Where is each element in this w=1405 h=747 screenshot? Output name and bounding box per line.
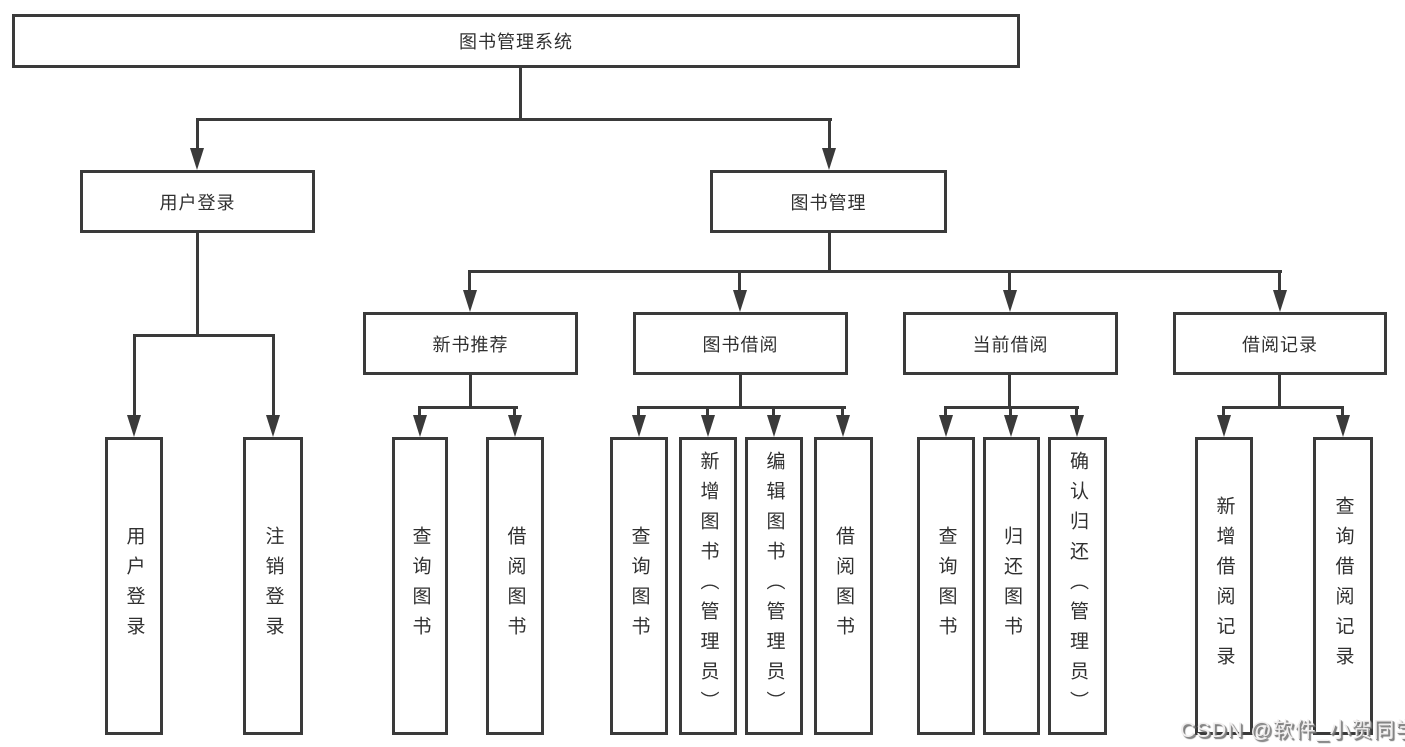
connector-vline <box>519 68 522 118</box>
leaf-edit-books-admin: 编辑图书（管理员） <box>745 437 803 735</box>
connector-vline <box>772 406 775 418</box>
connector-vline <box>828 118 831 150</box>
leaf-confirm-return-admin: 确认归还（管理员） <box>1048 437 1107 735</box>
connector-hline <box>133 334 275 337</box>
leaf-query-books-recommend: 查询图书 <box>392 437 448 735</box>
connector-vline <box>196 118 199 150</box>
connector-arrow <box>1070 415 1084 437</box>
connector-vline <box>637 406 640 418</box>
connector-hline <box>637 406 846 409</box>
connector-arrow <box>767 415 781 437</box>
connector-vline <box>739 375 742 409</box>
connector-arrow <box>836 415 850 437</box>
leaf-user-login: 用户登录 <box>105 437 163 735</box>
connector-arrow <box>1217 415 1231 437</box>
connector-arrow <box>463 290 477 312</box>
leaf-logout: 注销登录 <box>243 437 303 735</box>
leaf-add-borrow-record: 新增借阅记录 <box>1195 437 1253 735</box>
connector-hline <box>196 118 832 121</box>
connector-vline <box>1278 270 1281 292</box>
connector-arrow <box>1273 290 1287 312</box>
connector-arrow <box>413 415 427 437</box>
connector-vline <box>738 270 741 292</box>
connector-vline <box>513 406 516 418</box>
node-book-borrowing: 图书借阅 <box>633 312 848 375</box>
connector-vline <box>196 233 199 337</box>
csdn-watermark: CSDN @软件_小贺同学 <box>1180 719 1405 742</box>
connector-arrow <box>939 415 953 437</box>
connector-vline <box>1222 406 1225 418</box>
connector-vline <box>1278 375 1281 409</box>
node-user-login: 用户登录 <box>80 170 315 233</box>
connector-arrow <box>127 415 141 437</box>
leaf-query-books-borrowing: 查询图书 <box>610 437 668 735</box>
connector-arrow <box>733 290 747 312</box>
connector-arrow <box>1004 415 1018 437</box>
connector-vline <box>418 406 421 418</box>
connector-vline <box>944 406 947 418</box>
connector-arrow <box>701 415 715 437</box>
connector-vline <box>828 233 831 273</box>
connector-vline <box>133 334 136 417</box>
connector-arrow <box>632 415 646 437</box>
leaf-query-books-current: 查询图书 <box>917 437 975 735</box>
node-current-borrowing: 当前借阅 <box>903 312 1118 375</box>
connector-vline <box>1341 406 1344 418</box>
node-borrowing-records: 借阅记录 <box>1173 312 1387 375</box>
connector-arrow <box>1336 415 1350 437</box>
leaf-borrow-books-recommend: 借阅图书 <box>486 437 544 735</box>
connector-vline <box>841 406 844 418</box>
node-new-book-recommendation: 新书推荐 <box>363 312 578 375</box>
connector-hline <box>1222 406 1344 409</box>
connector-arrow <box>508 415 522 437</box>
connector-vline <box>1008 375 1011 409</box>
connector-vline <box>1008 270 1011 292</box>
connector-hline <box>418 406 518 409</box>
connector-vline <box>1009 406 1012 418</box>
connector-vline <box>468 270 471 292</box>
connector-vline <box>1075 406 1078 418</box>
leaf-return-books: 归还图书 <box>983 437 1040 735</box>
connector-arrow <box>266 415 280 437</box>
leaf-add-books-admin: 新增图书（管理员） <box>679 437 737 735</box>
leaf-borrow-books-borrowing: 借阅图书 <box>814 437 873 735</box>
connector-vline <box>706 406 709 418</box>
leaf-query-borrow-record: 查询借阅记录 <box>1313 437 1373 735</box>
connector-vline <box>469 375 472 409</box>
connector-hline <box>469 270 1282 273</box>
node-library-management-system: 图书管理系统 <box>12 14 1020 68</box>
node-book-management: 图书管理 <box>710 170 947 233</box>
connector-arrow <box>822 148 836 170</box>
connector-arrow <box>1003 290 1017 312</box>
connector-arrow <box>190 148 204 170</box>
connector-vline <box>272 334 275 417</box>
